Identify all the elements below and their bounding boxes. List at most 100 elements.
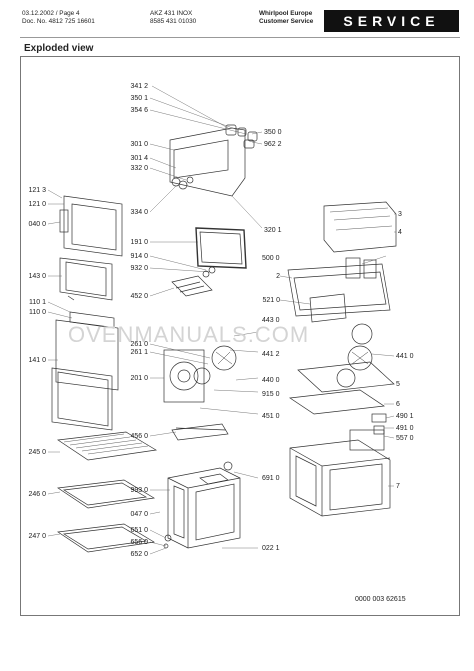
callout-1213: 121 3 [28, 187, 46, 194]
knob-350-0 [247, 131, 258, 142]
callout-2470: 247 0 [28, 533, 46, 540]
callout-1410: 141 0 [28, 357, 46, 364]
callout-0470: 047 0 [130, 511, 148, 518]
watermark: OVENMANUALS.COM [68, 322, 309, 347]
lamp-691 [223, 461, 233, 471]
oven-cavity [167, 467, 241, 549]
callout-4430: 443 0 [262, 317, 280, 324]
callout-2611: 261 1 [130, 349, 148, 356]
callout-5000: 500 0 [262, 255, 280, 262]
doc-number: Doc. No. 4812 725 16601 [22, 18, 95, 25]
grill-element-452 [171, 275, 213, 297]
baking-tray-246 [57, 479, 156, 509]
rear-panel-201 [163, 349, 205, 403]
callout-3546: 354 6 [130, 107, 148, 114]
callout-1430: 143 0 [28, 273, 46, 280]
model-name: AKZ 431 INOX [150, 10, 193, 17]
oven-housing-7 [289, 439, 391, 517]
drawing-reference: 0000 003 62615 [355, 596, 406, 603]
callout-6510: 651 0 [130, 527, 148, 534]
switch-500 [345, 257, 361, 279]
callout-n5: 5 [396, 381, 400, 388]
callout-4520: 452 0 [130, 293, 148, 300]
door-hinge [59, 209, 69, 233]
callout-4910: 491 0 [396, 425, 414, 432]
outer-door-glass [63, 195, 123, 257]
baking-tray-247 [57, 523, 156, 553]
callout-n7: 7 [396, 483, 400, 490]
callout-3201: 320 1 [264, 227, 282, 234]
door-glass-143 [59, 257, 113, 301]
callout-1101: 110 1 [29, 299, 46, 306]
convection-fan-443 [211, 345, 237, 371]
callout-1910: 191 0 [130, 239, 148, 246]
callout-9140: 914 0 [130, 253, 148, 260]
callout-0221: 022 1 [262, 545, 280, 552]
callout-5570: 557 0 [396, 435, 414, 442]
callout-9622: 962 2 [264, 141, 282, 148]
control-panel [169, 127, 246, 197]
callout-4412: 441 2 [262, 351, 280, 358]
door-handle-110 [69, 311, 115, 329]
top-cover-3 [323, 201, 397, 253]
door-seal-191 [195, 227, 247, 269]
callout-9320: 932 0 [130, 265, 148, 272]
callout-2610: 261 0 [130, 341, 148, 348]
heating-element-456 [171, 423, 229, 441]
shelf-6 [289, 389, 385, 415]
department: Customer Service [259, 18, 314, 25]
callout-2450: 245 0 [28, 449, 46, 456]
callout-3340: 334 0 [130, 209, 148, 216]
callout-3412: 341 2 [130, 83, 148, 90]
date-page: 03.12.2002 / Page 4 [22, 10, 80, 17]
model-code: 8585 431 01030 [150, 18, 197, 25]
fan-wheel-441 [347, 345, 373, 371]
fan-blade-915 [193, 367, 211, 385]
callout-6520: 652 0 [130, 551, 148, 558]
callout-3014: 301 4 [130, 155, 148, 162]
page-header: 03.12.2002 / Page 4 Doc. No. 4812 725 16… [0, 0, 474, 38]
callout-n4: 4 [398, 229, 402, 236]
callout-4510: 451 0 [262, 413, 280, 420]
drawing-frame [20, 56, 460, 616]
callout-1100: 110 0 [29, 309, 46, 316]
callout-3010: 301 0 [130, 141, 148, 148]
callout-9150: 915 0 [262, 391, 280, 398]
inner-door-141 [55, 319, 119, 391]
callout-n2: 2 [276, 273, 280, 280]
fan-motor-441 [351, 323, 373, 345]
knob-332 [186, 176, 194, 184]
wire-rack [57, 431, 158, 461]
fan-cover-5 [297, 361, 395, 393]
service-badge: SERVICE [324, 10, 459, 32]
callout-6910: 691 0 [262, 475, 280, 482]
cooling-duct-2 [287, 263, 391, 317]
brand-name: Whirlpool Europe [259, 10, 313, 17]
callout-n3: 3 [398, 211, 402, 218]
callout-4901: 490 1 [396, 413, 414, 420]
callout-n6: 6 [396, 401, 400, 408]
callout-4410: 441 0 [396, 353, 414, 360]
callout-3500: 350 0 [264, 129, 282, 136]
callout-2010: 201 0 [130, 375, 148, 382]
knob-962 [243, 139, 255, 149]
callout-1210: 121 0 [28, 201, 46, 208]
callout-0400: 040 0 [28, 221, 46, 228]
bracket-490 [371, 413, 387, 423]
callout-9930: 993 0 [130, 487, 148, 494]
callout-2460: 246 0 [28, 491, 46, 498]
inner-door-glass [51, 367, 113, 431]
control-unit-557 [349, 429, 385, 451]
callout-5210: 521 0 [262, 297, 280, 304]
callout-3320: 332 0 [130, 165, 148, 172]
callout-3501: 350 1 [130, 95, 148, 102]
control-panel-window [173, 139, 229, 179]
knob-334b [178, 180, 188, 190]
callout-4400: 440 0 [262, 377, 280, 384]
header-rule [20, 37, 460, 38]
callout-6560: 656 0 [130, 539, 148, 546]
knob-341 [225, 124, 237, 136]
page-title: Exploded view [24, 43, 94, 54]
